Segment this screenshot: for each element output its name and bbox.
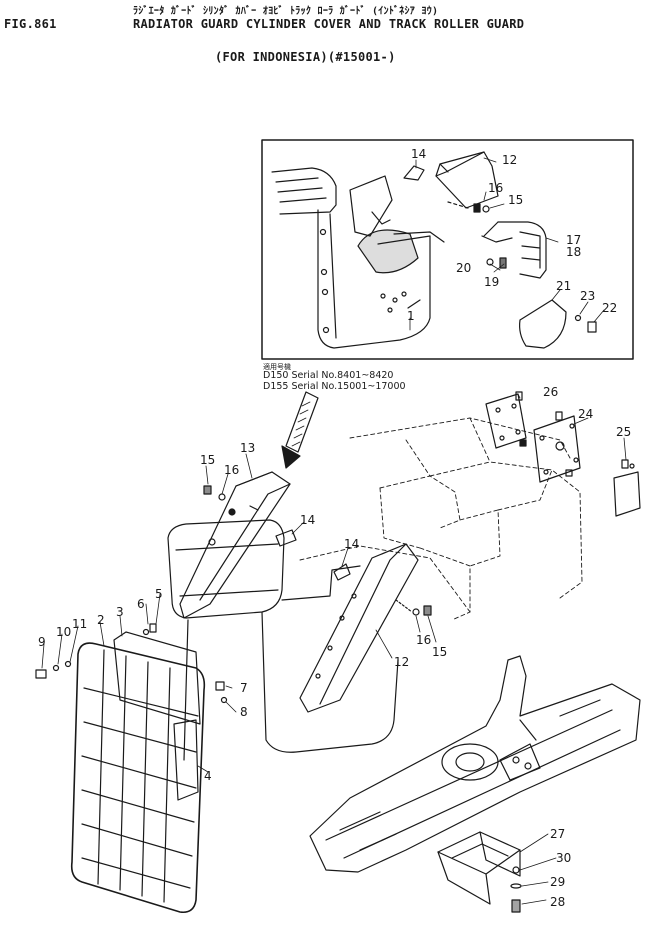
roller-guard-27 <box>437 831 521 905</box>
inset-part-21-plate <box>519 299 567 349</box>
cylinder-cover-13 <box>179 471 291 619</box>
callout-inset-18: 18 <box>566 245 581 259</box>
callout-15-lower: 15 <box>432 645 447 659</box>
figure-number: FIG.861 <box>4 17 57 31</box>
callout-inset-21: 21 <box>556 279 571 293</box>
callout-inset-12: 12 <box>502 153 517 167</box>
callout-13: 13 <box>240 441 255 455</box>
inset-cover-bracket <box>349 175 445 274</box>
inset-part-12-cover <box>435 151 499 209</box>
callout-inset-1: 1 <box>407 309 415 323</box>
japanese-title: ﾗｼﾞｴｰﾀ ｶﾞｰﾄﾞ ｼﾘﾝﾀﾞ ｶﾊﾞｰ ｵﾖﾋﾞ ﾄﾗｯｸ ﾛｰﾗ ｶﾞ… <box>133 6 439 17</box>
radiator-grille-2 <box>70 642 206 914</box>
callout-inset-16: 16 <box>488 181 503 195</box>
clip-14-lower <box>333 563 351 581</box>
callout-26: 26 <box>543 385 558 399</box>
machine-frame-phantom <box>299 417 583 621</box>
callout-inset-22: 22 <box>602 301 617 315</box>
inset-part-17-guard <box>481 221 547 279</box>
callout-15-upper: 15 <box>200 453 215 467</box>
callout-9: 9 <box>38 635 46 649</box>
inset-bolt-washer <box>447 201 490 213</box>
callout-inset-20: 20 <box>456 261 471 275</box>
detail-arrow <box>281 391 319 469</box>
bolt-washer-set <box>203 485 432 616</box>
callout-25: 25 <box>616 425 631 439</box>
clip-14-upper <box>275 529 297 547</box>
panel-4 <box>173 719 199 801</box>
callout-inset-19: 19 <box>484 275 499 289</box>
guard-plate-26 <box>485 391 527 449</box>
callout-inset-14: 14 <box>411 147 426 161</box>
panel-3 <box>113 631 201 725</box>
callout-29: 29 <box>550 875 565 889</box>
cylinder-cover-12 <box>299 543 419 713</box>
callout-16-lower: 16 <box>416 633 431 647</box>
main-leaders <box>41 393 627 905</box>
callout-7: 7 <box>240 681 248 695</box>
callout-4: 4 <box>204 769 212 783</box>
callout-10: 10 <box>56 625 71 639</box>
callout-27: 27 <box>550 827 565 841</box>
callout-28: 28 <box>550 895 565 909</box>
inset-radiator-corner <box>271 167 337 215</box>
inset-parts-22-23 <box>574 314 597 333</box>
inset-parts-19-20 <box>486 257 507 269</box>
serial-range-d155: D155 Serial No.15001~17000 <box>263 381 406 392</box>
callout-24: 24 <box>578 407 593 421</box>
callout-inset-15: 15 <box>508 193 523 207</box>
diagram-subtitle: (FOR INDONESIA)(#15001-) <box>215 50 396 64</box>
callout-14-upper: 14 <box>300 513 315 527</box>
callout-16-upper: 16 <box>224 463 239 477</box>
track-frame <box>309 655 641 873</box>
inset-frame <box>261 139 634 360</box>
callout-6: 6 <box>137 597 145 611</box>
radiator-guard-frame <box>167 519 399 761</box>
applicability-label: 適用号機 <box>263 363 291 371</box>
callout-2: 2 <box>97 613 105 627</box>
callout-3: 3 <box>116 605 124 619</box>
callout-30: 30 <box>556 851 571 865</box>
callout-labels: 1 12 14 15 16 17 18 19 20 21 22 23 2 3 4… <box>38 147 631 909</box>
callout-inset-17: 17 <box>566 233 581 247</box>
diagram-title: RADIATOR GUARD CYLINDER COVER AND TRACK … <box>133 17 525 31</box>
guard-plate-25 <box>613 459 641 517</box>
inset-detail <box>261 139 634 360</box>
guard-plate-24 <box>533 411 581 483</box>
inset-frame-panel <box>317 209 431 349</box>
roller-guard-hardware <box>510 866 522 913</box>
callout-12: 12 <box>394 655 409 669</box>
callout-8: 8 <box>240 705 248 719</box>
inset-leaders <box>409 157 605 331</box>
inset-part-14-clip <box>403 165 425 181</box>
callout-14-lower: 14 <box>344 537 359 551</box>
serial-range-d150: D150 Serial No.8401~8420 <box>263 370 394 381</box>
callout-inset-23: 23 <box>580 289 595 303</box>
callout-5: 5 <box>155 587 163 601</box>
grille-hardware <box>35 623 228 704</box>
callout-11: 11 <box>72 617 87 631</box>
